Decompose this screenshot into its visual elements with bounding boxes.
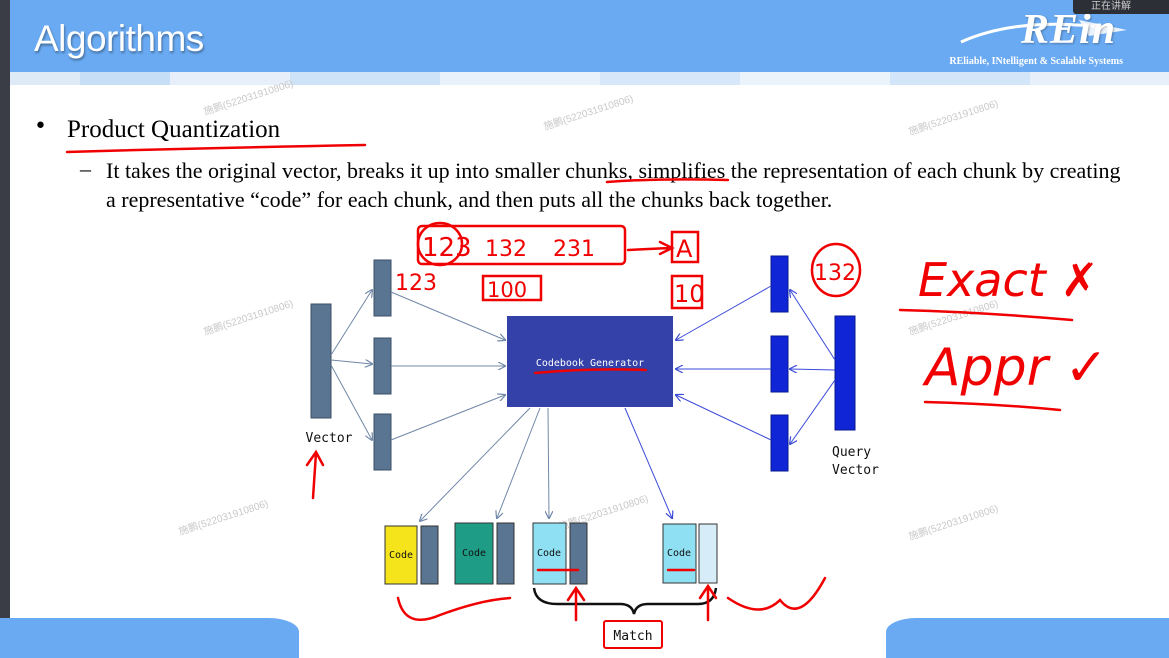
appr-underline — [923, 400, 1062, 412]
code-chunk-4 — [698, 523, 718, 584]
query-label-line1: Query — [832, 445, 871, 460]
code-box-2 — [454, 522, 494, 585]
header-stripe — [290, 72, 440, 85]
underline-heading — [65, 143, 367, 154]
slide-header: Algorithms — [10, 0, 1169, 72]
watermark: 施鹏(522031910806) — [542, 92, 635, 133]
codebook-generator-box — [507, 316, 673, 407]
exact-underline — [898, 308, 1074, 322]
sub-bullet-marker: – — [80, 156, 91, 181]
description-text: It takes the original vector, breaks it … — [106, 158, 1121, 212]
bullet-marker: • — [34, 114, 47, 139]
bullet-heading: Product Quantization — [67, 116, 281, 143]
query-chunk-3 — [770, 414, 789, 472]
query-label-line2: Vector — [832, 463, 879, 478]
vector-bar — [310, 303, 332, 419]
chunk-number-1: 123 — [422, 233, 472, 263]
header-stripe — [740, 72, 890, 85]
watermark: 施鹏(522031910806) — [907, 502, 1000, 543]
vector-split-arrows — [330, 290, 549, 521]
vector-label: Vector — [306, 431, 353, 446]
match-brace — [532, 587, 718, 615]
match-label: Match — [613, 629, 652, 644]
underline-generator — [533, 368, 648, 375]
query-vector-bar — [834, 315, 856, 431]
query-chunk-circle — [810, 242, 862, 298]
vector-chunk-1 — [373, 259, 392, 317]
right-squiggle — [726, 576, 827, 611]
id-value-box — [670, 274, 704, 310]
footer-wave-right — [886, 618, 1169, 658]
match-arrow-2 — [698, 583, 718, 622]
header-stripe — [10, 72, 80, 85]
codebook-generator-label: Codebook Generator — [536, 358, 644, 369]
query-chunk-label: 132 — [814, 261, 856, 286]
code-label: Code — [389, 550, 413, 561]
header-stripe — [600, 72, 740, 85]
code-box-4 — [662, 523, 697, 584]
code-chunk-3 — [569, 522, 588, 585]
vector-arrow — [305, 449, 325, 500]
match-box — [603, 620, 663, 649]
underline-chunks — [605, 178, 730, 184]
id-value: 10 — [674, 280, 705, 308]
chunk-number-3: 231 — [553, 237, 595, 262]
chunk-value: 100 — [487, 278, 527, 302]
logo-subtitle: REliable, INtelligent & Scalable Systems — [949, 56, 1123, 67]
window-left-edge — [0, 0, 10, 652]
header-stripe — [890, 72, 1030, 85]
exact-text: Exact ✗ — [918, 253, 1099, 307]
vector-chunk-2 — [373, 337, 392, 395]
value-box — [481, 274, 543, 302]
chunk-circle — [416, 221, 464, 267]
code-box-1 — [384, 525, 418, 585]
code-label: Code — [462, 548, 486, 559]
logo-text: REin — [1021, 7, 1117, 53]
watermark: 施鹏(522031910806) — [907, 97, 1000, 138]
chunk-number-2: 132 — [485, 237, 527, 262]
header-stripe — [80, 72, 170, 85]
footer-wave-left — [0, 618, 299, 658]
left-squiggle — [396, 596, 512, 621]
code-box-3 — [532, 522, 567, 585]
watermark: 施鹏(522031910806) — [202, 77, 295, 118]
code-chunk-1 — [420, 525, 439, 585]
id-box — [670, 230, 700, 264]
code-label: Code — [537, 548, 561, 559]
vector-chunk-3 — [373, 413, 392, 471]
approx-text: Appr ✓ — [922, 338, 1108, 398]
slide-title: Algorithms — [34, 18, 204, 59]
query-chunk-1 — [770, 255, 789, 313]
chunk-arrow — [626, 240, 675, 256]
code-chunk-2 — [496, 522, 515, 585]
logo-swoosh — [960, 20, 1127, 44]
left-chunk-label: 123 — [395, 271, 437, 296]
match-arrow-1 — [566, 585, 586, 622]
rein-logo: REin — [959, 6, 1129, 53]
presenter-indicator: 正在讲解 — [1073, 0, 1169, 14]
red-annotations — [65, 143, 1074, 622]
header-stripe — [440, 72, 600, 85]
query-chunk-2 — [770, 335, 789, 393]
red-handwriting: 123 132 231 A 100 10 123 132 Exact ✗ App… — [395, 233, 1108, 398]
header-stripe — [170, 72, 290, 85]
query-split-arrows — [624, 285, 836, 518]
header-stripe — [1030, 72, 1169, 85]
watermark: 施鹏(522031910806) — [202, 297, 295, 338]
watermark: 施鹏(522031910806) — [177, 497, 270, 538]
presenter-indicator-text: 正在讲解 — [1091, 1, 1131, 12]
code-label: Code — [667, 548, 691, 559]
chunk-id: A — [676, 235, 693, 263]
